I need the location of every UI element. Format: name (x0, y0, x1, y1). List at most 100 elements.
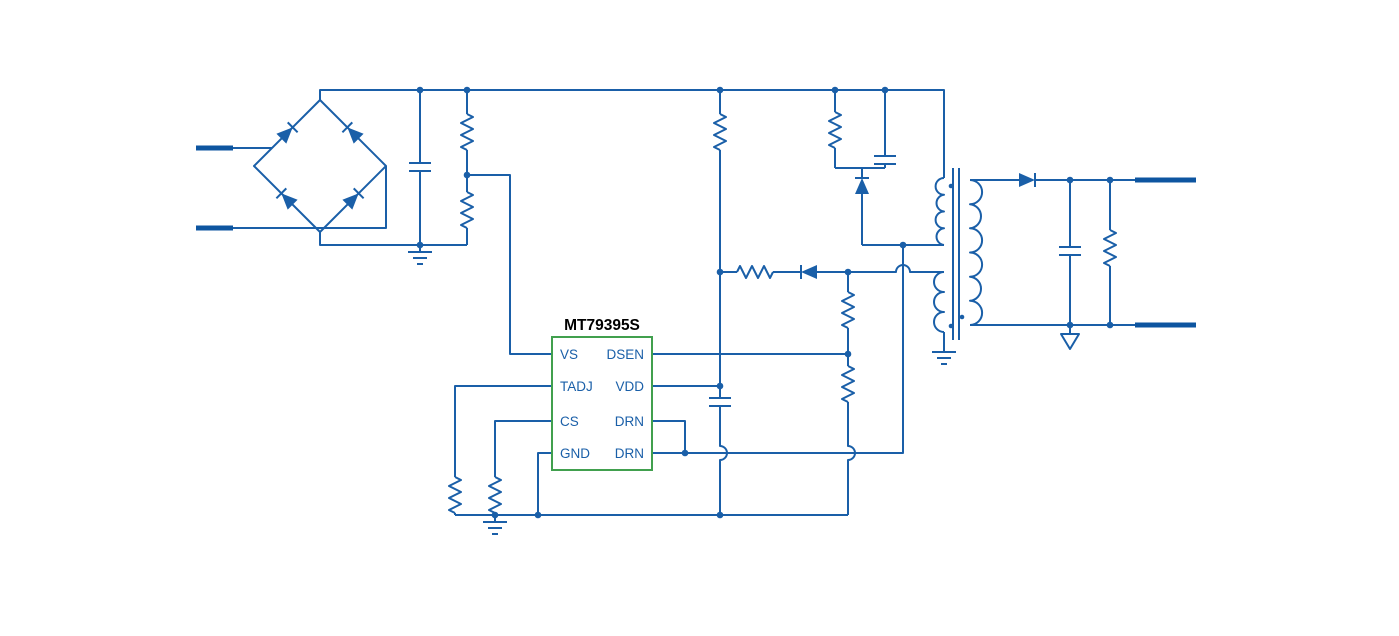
junction-dot (844, 350, 852, 358)
resistor-body (448, 476, 462, 514)
tadj-resistor (448, 476, 462, 515)
divider-upper-body (841, 291, 855, 329)
bridge-rectifier (253, 99, 387, 233)
pin-label-vdd: VDD (615, 379, 644, 394)
diode-cathode-bar (275, 187, 287, 199)
primary-winding (934, 177, 945, 246)
input-section (233, 147, 387, 229)
junction-dot (416, 241, 424, 249)
junction-dot (1106, 321, 1114, 329)
wire-aux-with-hop (817, 264, 944, 273)
junction-dot (899, 241, 907, 249)
ic-block: MT79395S VS TADJ CS GND DSEN VDD DRN DRN (551, 317, 653, 471)
output-ground-symbol (1060, 325, 1080, 350)
aux-diode (800, 265, 817, 279)
junction-dot (881, 86, 889, 94)
clamp-diode (855, 177, 869, 194)
diode-triangle (855, 178, 869, 194)
wire-cs (494, 420, 552, 477)
wiring-root (233, 89, 1135, 535)
aux-resistor-body (736, 265, 774, 279)
bridge-diamond (253, 99, 387, 233)
bulk-capacitor (409, 90, 431, 245)
pin-label-tadj: TADJ (560, 379, 593, 394)
junction-dot (681, 449, 689, 457)
transformer (933, 168, 984, 340)
pin-label-drn1: DRN (615, 414, 644, 429)
diode-triangle (342, 193, 359, 210)
ic-wires (454, 245, 904, 515)
signal-ground-symbol (483, 515, 507, 535)
aux-rectifier (720, 264, 944, 279)
dsen-divider (841, 272, 856, 515)
junction-dot (534, 511, 542, 519)
pin-labels: VS TADJ CS GND DSEN VDD DRN DRN (560, 347, 644, 461)
phase-dot-secondary (959, 314, 965, 320)
output-section (970, 173, 1135, 350)
pin-label-cs: CS (560, 414, 579, 429)
ground-triangle (1060, 333, 1080, 350)
wire-vs (467, 174, 552, 355)
junction-dot (1106, 176, 1114, 184)
resistor-body (488, 476, 502, 514)
junction-dot (716, 382, 724, 390)
diode-triangle (276, 127, 293, 144)
clamp-snubber (828, 90, 944, 246)
clamp-resistor-body (828, 111, 842, 149)
terminals (196, 145, 1196, 328)
junction-dot (716, 86, 724, 94)
phase-dot-primary (948, 183, 954, 189)
diode-triangle (801, 265, 817, 279)
wire-tadj (454, 385, 552, 477)
junction-dot (1066, 321, 1074, 329)
diode-triangle (281, 193, 298, 210)
wire-drn-to-primary (652, 245, 904, 454)
ic-body (551, 336, 653, 471)
output-load-resistor (1103, 180, 1117, 325)
junction-dots (416, 86, 1114, 519)
divider-lower-body (841, 365, 855, 403)
bridge-diode-1 (276, 121, 299, 144)
resistor-lower-body (460, 191, 474, 229)
pin-label-gnd: GND (560, 446, 590, 461)
wiring (233, 89, 1135, 535)
bridge-diode-3 (275, 187, 298, 210)
secondary-winding (969, 179, 984, 326)
output-diode (1019, 173, 1036, 187)
wire-drn-upper (652, 420, 686, 453)
bridge-diode-4 (342, 187, 365, 210)
wire-hv-rail (319, 89, 945, 178)
diode-cathode-bar (287, 121, 299, 133)
output-capacitor (1059, 180, 1081, 325)
vdd-capacitor (709, 397, 731, 515)
bridge-diode-2 (341, 121, 364, 144)
aux-winding (933, 271, 945, 333)
junction-dot (416, 86, 424, 94)
cap-lead-bottom-with-hop (719, 406, 728, 515)
junction-dot (716, 268, 724, 276)
wire-negative-rail (319, 232, 467, 246)
junction-dot (716, 511, 724, 519)
junction-dot (831, 86, 839, 94)
pin-label-drn2: DRN (615, 446, 644, 461)
diode-cathode-bar (341, 121, 353, 133)
pin-label-vs: VS (560, 347, 578, 362)
resistor-upper-body (460, 113, 474, 151)
resistor-body (713, 113, 727, 151)
ic-part-number: MT79395S (564, 317, 640, 334)
wire-gnd-pin (537, 452, 552, 515)
junction-dot (844, 268, 852, 276)
vdd-feed-resistor (713, 90, 727, 398)
junction-dot (463, 171, 471, 179)
wire-ac-input-bottom (233, 166, 387, 229)
resistor-lead-with-hop (847, 402, 856, 515)
cs-resistor (488, 476, 502, 515)
pin-label-dsen: DSEN (606, 347, 644, 362)
junction-dot (463, 86, 471, 94)
phase-dot-aux (948, 323, 954, 329)
startup-resistor-divider (460, 90, 552, 355)
diode-triangle (347, 127, 364, 144)
aux-ground-symbol (932, 332, 956, 365)
